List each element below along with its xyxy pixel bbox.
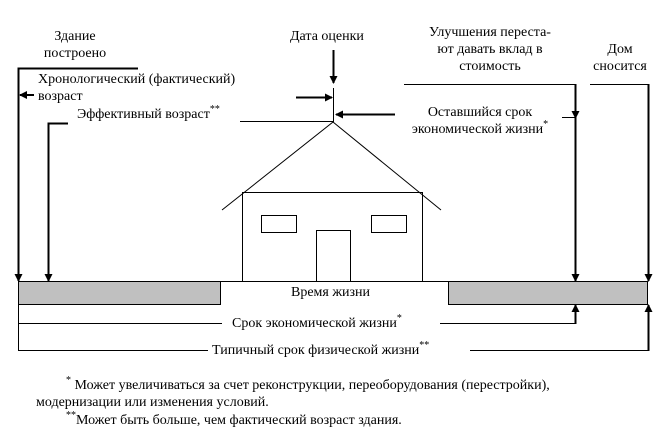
- economic-life-label: Срок экономической жизни*: [232, 313, 402, 332]
- footnote-mark: **: [419, 340, 430, 351]
- building-built-label: Здание построено: [30, 28, 120, 62]
- label-line: стоимость: [459, 59, 521, 74]
- house-door: [316, 230, 351, 282]
- bar-left-segment: [18, 281, 221, 305]
- label-line: Хронологический (фактический): [38, 72, 236, 87]
- label-text: Срок экономической жизни: [232, 316, 397, 331]
- footnote-mark: *: [396, 313, 402, 324]
- label-line: возраст: [38, 89, 83, 104]
- house-drawing: [221, 121, 442, 282]
- footnote-text: Может быть больше, чем фактический возра…: [76, 413, 402, 428]
- label-text: Типичный срок физической жизни: [212, 343, 420, 358]
- label-line: ют давать вклад в: [437, 42, 543, 57]
- label-line: Дом: [607, 42, 633, 57]
- label-line: Оставшийся срок: [427, 105, 533, 120]
- label-text: Эффективный возраст: [77, 107, 210, 122]
- house-window-right: [371, 215, 407, 233]
- improvements-label: Улучшения переста- ют давать вклад в сто…: [405, 24, 575, 75]
- valuation-date-label: Дата оценки: [290, 29, 364, 44]
- label-line: Здание: [54, 29, 96, 44]
- footnote-1-continued: модернизации или изменения условий.: [36, 395, 269, 410]
- bar-right-segment: [448, 281, 648, 305]
- demolished-label: Дом сносится: [580, 41, 660, 75]
- footnote-text: Может увеличиваться за счет реконструкци…: [74, 378, 550, 393]
- footnote-mark: **: [66, 410, 76, 421]
- footnote-2: **Может быть больше, чем фактический воз…: [66, 410, 402, 429]
- label-line: Улучшения переста-: [429, 25, 551, 40]
- footnote-1: * Может увеличиваться за счет реконструк…: [66, 375, 550, 394]
- effective-age-label: Эффективный возраст**: [77, 104, 220, 123]
- label-line: экономической жизни: [411, 122, 544, 137]
- house-window-left: [261, 215, 297, 233]
- footnote-mark: *: [66, 375, 71, 386]
- footnote-mark: *: [543, 119, 549, 130]
- lifetime-label: Время жизни: [291, 285, 371, 300]
- remaining-economic-life-label: Оставшийся срок экономической жизни*: [395, 104, 565, 138]
- chronological-age-label: Хронологический (фактический) возраст: [38, 71, 235, 105]
- physical-life-label: Типичный срок физической жизни**: [212, 340, 430, 359]
- footnote-mark: **: [209, 104, 220, 115]
- label-line: сносится: [593, 59, 647, 74]
- label-line: построено: [43, 46, 107, 61]
